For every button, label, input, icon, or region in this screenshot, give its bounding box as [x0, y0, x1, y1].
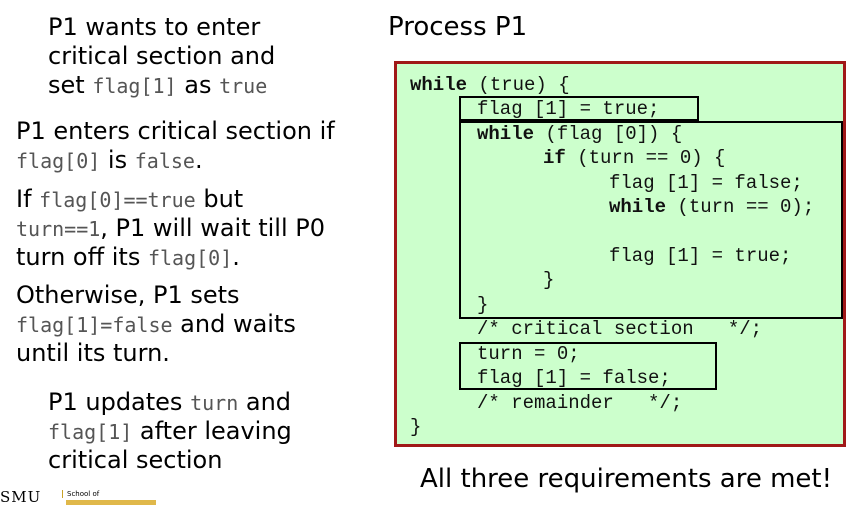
code-inline: flag[0] [16, 149, 101, 173]
conclusion-text: All three requirements are met! [420, 464, 833, 494]
text-span: and waits [172, 310, 296, 338]
text-span: set [48, 71, 93, 99]
code-line: /* remainder */; [477, 392, 683, 414]
code-keyword: while [477, 123, 535, 145]
code-inline: turn==1 [16, 217, 101, 241]
logo-school-text: School of [62, 490, 99, 498]
text-span: and [238, 388, 292, 416]
code-line: } [477, 294, 489, 316]
code-text: (flag [0]) { [534, 123, 683, 145]
text-line: flag[1] after leaving [48, 417, 292, 447]
code-line: while (turn == 0); [609, 195, 814, 220]
text-span: after leaving [132, 417, 292, 445]
highlight-exit-frame [459, 342, 717, 390]
text-span: . [232, 243, 240, 271]
text-span: If [16, 185, 40, 213]
code-line: flag [1] = false; [477, 367, 671, 389]
code-line: while (true) { [410, 73, 570, 98]
text-line: P1 wants to enter [48, 13, 261, 41]
code-line: flag [1] = false; [609, 172, 803, 194]
text-span: but [195, 185, 244, 213]
code-line: /* critical section */; [477, 318, 763, 340]
text-span: . [194, 146, 203, 174]
code-box [394, 61, 846, 447]
highlight-entry-frame [459, 96, 699, 121]
text-span: is [100, 146, 135, 174]
code-line: while (flag [0]) { [477, 122, 682, 147]
text-span: , P1 will wait till P0 [100, 214, 326, 242]
text-line: turn==1, P1 will wait till P0 [16, 214, 325, 244]
text-line: Otherwise, P1 sets [16, 281, 240, 309]
code-text: (true) { [467, 74, 570, 96]
code-line: } [543, 269, 555, 291]
highlight-wait-loop-frame [459, 121, 843, 319]
code-line: flag [1] = true; [477, 98, 660, 120]
text-span: as [176, 71, 220, 99]
text-line: P1 updates turn and [48, 388, 291, 418]
logo: SMU [0, 488, 42, 506]
text-line: set flag[1] as true [48, 71, 267, 101]
text-line: flag[1]=false and waits [16, 310, 296, 340]
code-inline: flag[1]=false [16, 313, 173, 337]
code-keyword: if [543, 147, 566, 169]
text-line: until its turn. [16, 339, 170, 367]
code-inline: flag[1] [92, 74, 177, 98]
text-line: If flag[0]==true but [16, 185, 243, 215]
code-inline: turn [190, 391, 239, 415]
code-inline: false [134, 149, 195, 173]
code-inline: flag[1] [48, 420, 133, 444]
code-text: (turn == 0); [666, 196, 815, 218]
text-span: P1 updates [48, 388, 191, 416]
code-keyword: while [609, 196, 667, 218]
code-line: flag [1] = true; [609, 245, 792, 267]
code-inline: flag[0]==true [39, 188, 196, 212]
text-span: turn off its [16, 243, 148, 271]
code-inline: flag[0] [147, 246, 233, 270]
page-title: Process P1 [388, 12, 528, 42]
code-keyword: while [410, 74, 468, 96]
logo-bar [66, 500, 156, 505]
text-line: flag[0] is false. [16, 146, 203, 176]
code-line: turn = 0; [477, 343, 580, 365]
text-line: critical section and [48, 42, 276, 70]
text-line: critical section [48, 446, 223, 474]
code-line: } [410, 416, 422, 438]
text-line: P1 enters critical section if [16, 117, 335, 145]
code-inline: true [219, 74, 268, 98]
text-line: turn off its flag[0]. [16, 243, 240, 273]
code-line: if (turn == 0) { [543, 146, 725, 171]
code-text: (turn == 0) { [565, 147, 726, 169]
